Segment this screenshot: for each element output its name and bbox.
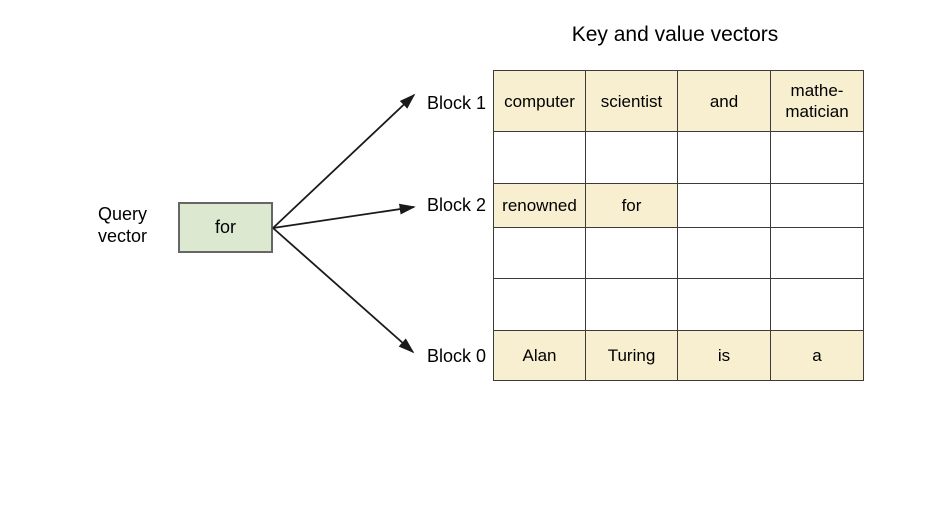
table-cell: Alan: [493, 330, 586, 381]
table-cell: [677, 278, 771, 331]
table-cell: [770, 131, 864, 184]
table-cell: computer: [493, 70, 586, 132]
block-label-1: Block 1: [426, 93, 486, 113]
arrow-to-block-0: [272, 227, 415, 354]
table-row: [493, 131, 864, 184]
table-cell: a: [770, 330, 864, 381]
table-cell: for: [585, 183, 678, 228]
table-cell: renowned: [493, 183, 586, 228]
table-cell: [585, 227, 678, 279]
table-cell: [770, 183, 864, 228]
arrow-to-block-1: [272, 93, 416, 229]
table-cell: [677, 183, 771, 228]
table-cell: mathe-matician: [770, 70, 864, 132]
query-vector-box: for: [178, 202, 273, 253]
table-cell: Turing: [585, 330, 678, 381]
table-row: [493, 227, 864, 279]
table-cell: [585, 131, 678, 184]
table-cell: and: [677, 70, 771, 132]
table-row: [493, 278, 864, 331]
query-vector-label-line2: vector: [98, 226, 148, 246]
table-cell: [677, 227, 771, 279]
table-cell: [677, 131, 771, 184]
table-cell: scientist: [585, 70, 678, 132]
table-cell: is: [677, 330, 771, 381]
table-cell: [493, 278, 586, 331]
page-title: Key and value vectors: [571, 23, 779, 46]
query-vector-label-line1: Query: [98, 204, 148, 224]
table-cell: [493, 227, 586, 279]
table-cell: [770, 278, 864, 331]
table-cell: [493, 131, 586, 184]
table-cell: [770, 227, 864, 279]
table-cell: [585, 278, 678, 331]
block-label-0: Block 0: [426, 346, 486, 366]
query-vector-token: for: [214, 217, 236, 237]
query-vector-label: Query vector: [98, 203, 170, 247]
block-label-2: Block 2: [426, 195, 486, 215]
arrow-to-block-2: [272, 203, 416, 229]
